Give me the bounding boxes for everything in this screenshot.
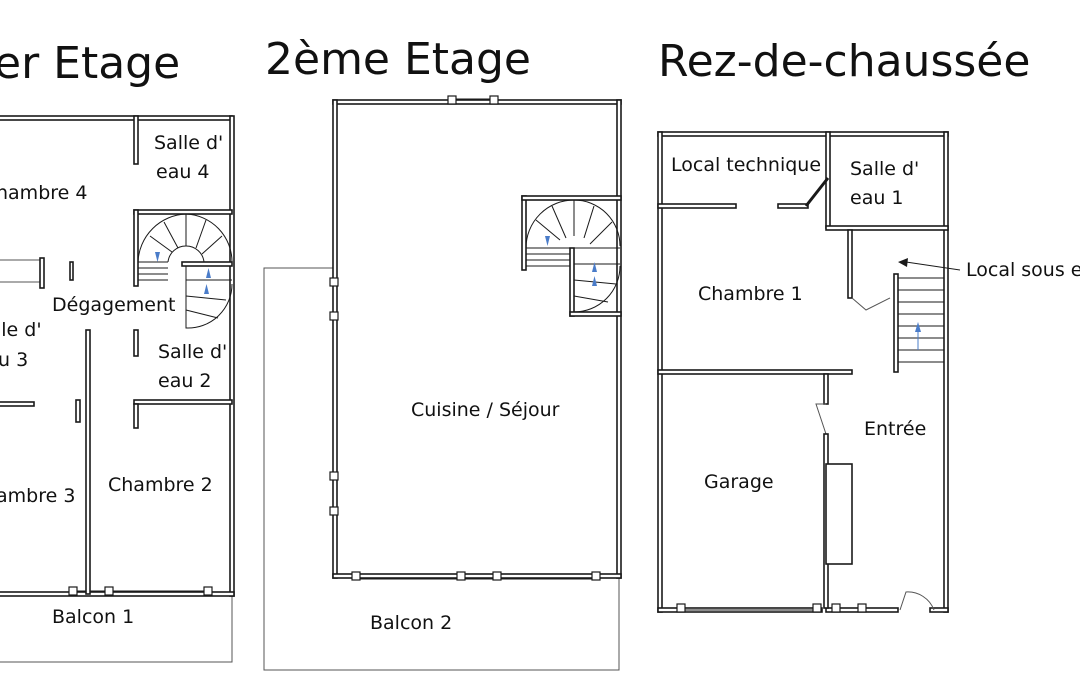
floor1-plan: hambre 4 Salle d' eau 4 Dégagement lle d… [0, 115, 235, 663]
g-wall-sde1-bottom [825, 225, 949, 231]
g-door-angle [804, 177, 830, 207]
f1-wall-bottom [0, 591, 235, 597]
title-ground: Rez-de-chaussée [658, 36, 1030, 87]
label-salle-eau3-l2: u 3 [0, 349, 28, 371]
title-floor1: er Etage [0, 38, 180, 89]
label-balcon2: Balcon 2 [370, 612, 452, 634]
f2-wall-top [332, 99, 622, 105]
f1-window-post [104, 586, 114, 596]
label-salle-eau1-l2: eau 1 [850, 187, 904, 209]
g-pointer-arrowhead [898, 258, 908, 267]
label-salle-eau2-l1: Salle d' [158, 341, 227, 363]
f2-window-post [329, 506, 339, 516]
f1-wall-sde2-left [133, 329, 139, 357]
f2-wall-left [332, 99, 338, 579]
label-salle-eau4-l2: eau 4 [156, 161, 210, 183]
label-degagement: Dégagement [52, 294, 175, 316]
f1-wall-frag [39, 257, 45, 289]
f1-wall-frag [69, 261, 74, 281]
ground-plan: Local technique Salle d' eau 1 Local sou… [657, 131, 1080, 613]
f1-wall-sde2-stub [133, 403, 139, 429]
f2-window-post [489, 95, 499, 105]
label-chambre4: hambre 4 [0, 182, 87, 204]
f1-wall-top [0, 115, 233, 121]
g-window-post [676, 603, 686, 613]
f2-window-post [329, 471, 339, 481]
g-wall-garage-top [823, 373, 829, 405]
label-cuisine-sejour: Cuisine / Séjour [411, 399, 560, 421]
g-window-post [812, 603, 822, 613]
label-chambre2: Chambre 2 [108, 474, 213, 496]
f2-window-post [492, 571, 502, 581]
f2-window-post [351, 571, 361, 581]
label-chambre1: Chambre 1 [698, 283, 803, 305]
label-entree: Entrée [864, 418, 926, 440]
label-local-technique: Local technique [671, 154, 821, 176]
g-wall-right [943, 131, 949, 613]
g-wall-bottom-right [929, 607, 949, 613]
g-wall-ch1-bottom [657, 369, 853, 375]
f2-window-post [456, 571, 466, 581]
f1-window-post [203, 586, 213, 596]
g-straight-stair [893, 273, 944, 373]
label-balcon1: Balcon 1 [52, 606, 134, 628]
floor2-plan: Cuisine / Séjour Balcon 2 [263, 95, 622, 671]
label-salle-eau1-l1: Salle d' [850, 158, 919, 180]
g-entry-door [899, 591, 935, 611]
f1-wall-sde4 [133, 115, 139, 165]
f2-spiral-stair [521, 195, 622, 317]
g-wall-ch1 [847, 229, 853, 299]
g-wall-top [657, 131, 949, 137]
g-door-ch1 [851, 297, 891, 311]
label-local-sous-escalier: Local sous e [966, 259, 1080, 281]
label-salle-eau2-l2: eau 2 [158, 370, 212, 392]
label-salle-eau3-l1: lle d' [0, 319, 42, 341]
label-chambre3: ambre 3 [0, 485, 75, 507]
f1-wall-left-frag [0, 401, 35, 407]
balcon1-outline [0, 596, 233, 663]
g-wall-lt-bottom2 [777, 203, 809, 209]
f2-wall-right [616, 99, 622, 579]
g-window-post [857, 603, 867, 613]
g-window-post [831, 603, 841, 613]
label-garage: Garage [704, 471, 774, 493]
f2-window-post [329, 311, 339, 321]
label-salle-eau4-l1: Salle d' [154, 132, 223, 154]
f1-window-post [68, 586, 78, 596]
f2-window-post [447, 95, 457, 105]
f1-spiral-stair [137, 213, 233, 329]
f1-wall-right [229, 115, 235, 597]
g-door-garage [815, 403, 827, 435]
f1-wall-sde2-bottom [133, 399, 233, 405]
f2-wall-bottom [332, 573, 622, 579]
f2-window-post [329, 277, 339, 287]
title-floor2: 2ème Etage [265, 34, 531, 85]
f1-wall-stair-top [133, 209, 233, 215]
f1-wall-chambre-divider [85, 329, 91, 595]
f2-window-post [591, 571, 601, 581]
f1-wall-left-frag2 [75, 399, 81, 423]
f1-wall-stair-left [133, 209, 139, 287]
balcon2-outline [263, 267, 620, 671]
g-pointer-line [905, 261, 961, 271]
g-wall-lt-bottom [657, 203, 737, 209]
g-cabinet [825, 463, 853, 565]
